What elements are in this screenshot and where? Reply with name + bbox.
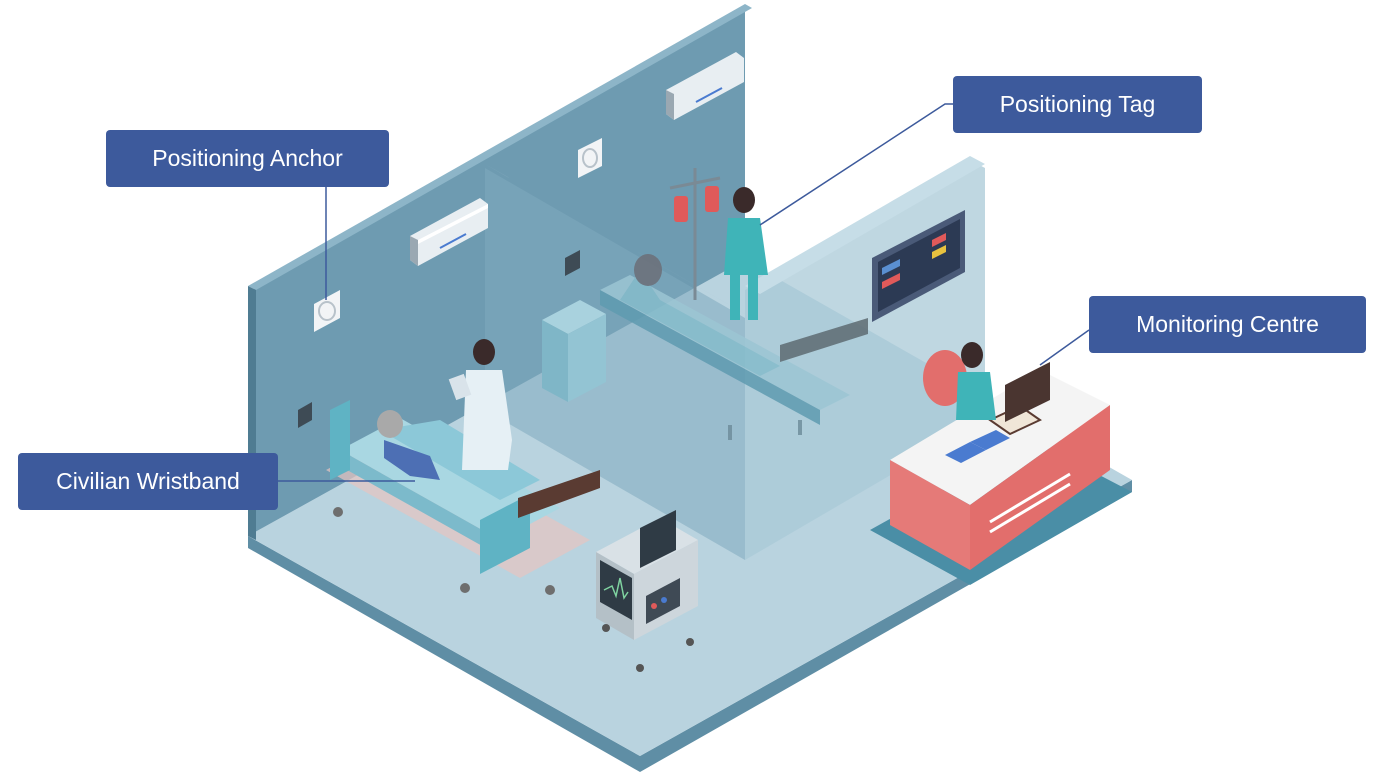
front-bed	[326, 400, 600, 595]
patient-monitor-cart	[596, 510, 698, 672]
status-board-cell	[882, 259, 900, 275]
bedside-cabinet	[542, 300, 606, 402]
status-board-cell	[882, 273, 900, 289]
monitoring-desk	[870, 370, 1132, 585]
air-conditioner-left	[410, 198, 488, 266]
iv-stand	[669, 168, 721, 300]
monitor-leader-line	[1039, 329, 1090, 366]
doctor-figure	[448, 339, 512, 470]
positioning-anchor-label: Positioning Anchor	[106, 130, 389, 187]
partition-wall	[485, 168, 745, 560]
left-wall-top	[248, 4, 752, 290]
back-bed	[600, 254, 868, 440]
status-board-cell	[932, 233, 946, 247]
positioning-anchor-device-2	[578, 138, 602, 178]
monitoring-centre-label: Monitoring Centre	[1089, 296, 1366, 353]
positioning-anchor-device	[314, 290, 340, 332]
glass-wall-top	[745, 156, 985, 294]
partition-top	[485, 164, 752, 318]
nurse-figure	[724, 187, 768, 320]
positioning-tag-label: Positioning Tag	[953, 76, 1202, 133]
wall-socket	[298, 402, 312, 428]
status-board-cell	[932, 245, 946, 259]
civilian-wristband-label: Civilian Wristband	[18, 453, 278, 510]
air-conditioner-right	[666, 52, 744, 120]
wall-socket	[565, 250, 580, 276]
receptionist-figure	[923, 342, 1050, 422]
tag-leader-line	[759, 103, 953, 226]
